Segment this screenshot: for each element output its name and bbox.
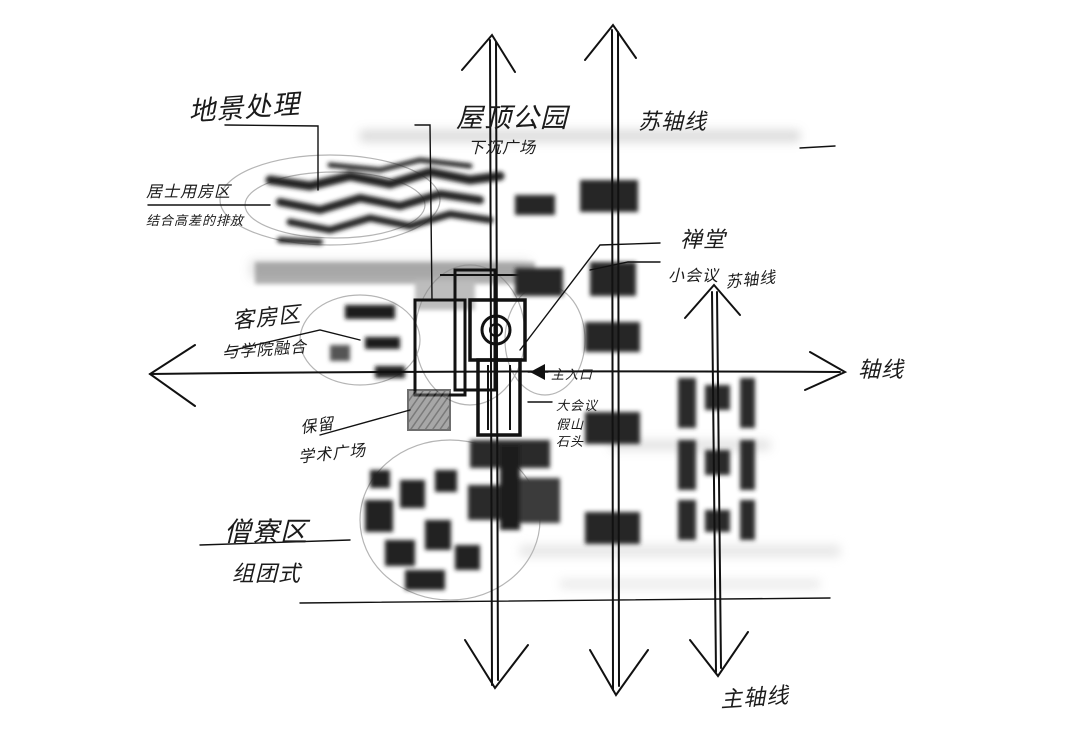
- sub-axis-top-label: 苏轴线: [638, 110, 708, 135]
- entrance-label: 主入口: [551, 368, 594, 383]
- landscape-label: 地景处理: [187, 89, 302, 128]
- lay-zone-note: 结合高差的排放: [146, 214, 245, 229]
- landscape-terrain-strokes: [265, 157, 505, 245]
- lay-zone-label: 居士用房区: [146, 182, 232, 201]
- east-building-column: [515, 180, 640, 544]
- horizontal-axis-arrow: [148, 344, 848, 407]
- monk-quarters-cluster: [365, 470, 480, 590]
- big-meeting-label: 大会议: [556, 399, 599, 414]
- monk-zone-note: 组团式: [232, 562, 302, 587]
- entrance-marker: [530, 364, 545, 380]
- rooftop-park-label: 屋顶公园: [456, 103, 568, 134]
- zen-hall-label: 禅堂: [680, 228, 727, 253]
- small-meeting-label: 小会议: [668, 266, 720, 285]
- far-east-cluster: [678, 378, 755, 540]
- rockery-label: 假山: [556, 418, 585, 433]
- leader-lines: [147, 124, 836, 604]
- lower-courtyard-blocks: [468, 440, 560, 530]
- sunken-plaza-label: 下沉广场: [468, 138, 537, 157]
- guest-zone-blocks: [330, 305, 405, 378]
- plaza-keep-label: 保留: [299, 413, 336, 438]
- vertical-axis-arrows: [461, 23, 749, 697]
- monk-zone-label: 僧寮区: [224, 517, 308, 548]
- main-axis-bottom-label: 主轴线: [719, 683, 790, 714]
- stone-label: 石头: [556, 435, 585, 450]
- main-axis-right-label: 轴线: [858, 358, 905, 383]
